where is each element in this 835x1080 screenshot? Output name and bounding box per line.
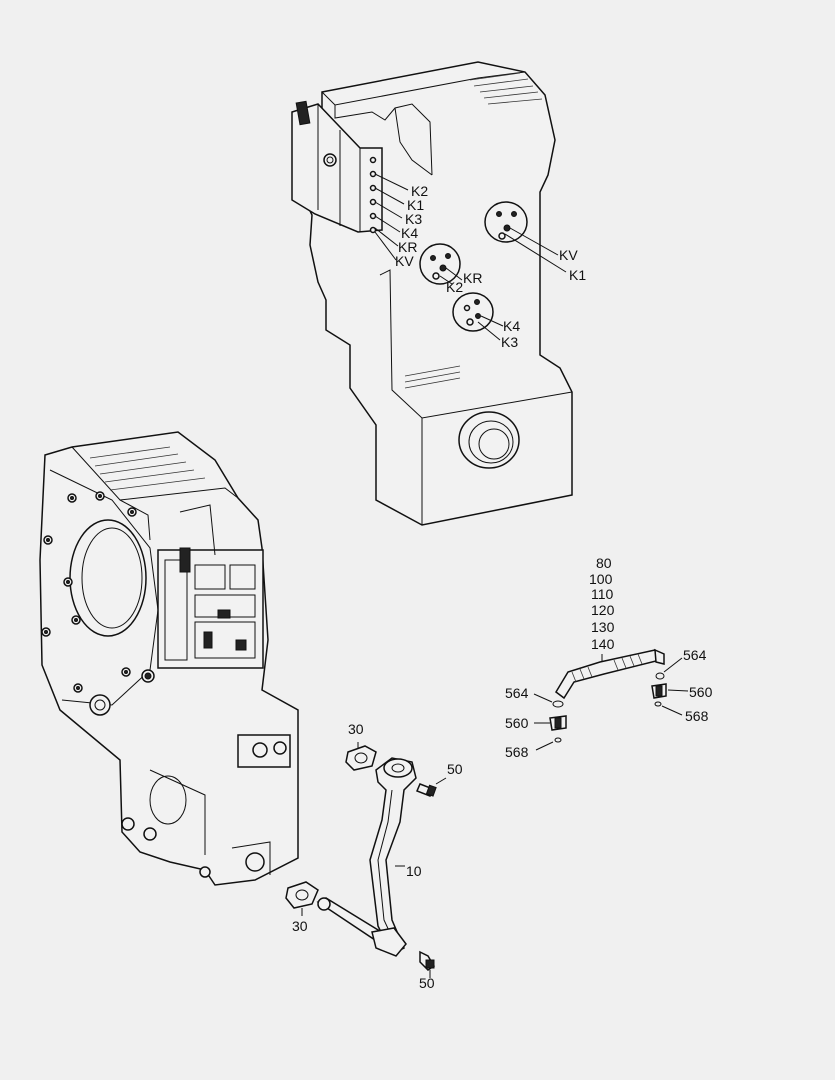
hose-assembly: 80 100 110 120 130 140 564 560 568 <box>505 555 713 760</box>
flange-lower-label-k4: K4 <box>503 318 520 334</box>
pipe-assembly: 30 50 10 30 50 <box>285 721 463 991</box>
pipe-gasket-bottom-label: 30 <box>292 918 308 934</box>
hose-part-140: 140 <box>591 636 615 652</box>
flange-right-label-k1: K1 <box>569 267 586 283</box>
hose-part-100: 100 <box>589 571 613 587</box>
port-label-k3: K3 <box>405 211 422 227</box>
hose-right-560: 560 <box>689 684 713 700</box>
hose-part-130: 130 <box>591 619 615 635</box>
flange-right-label-kv: KV <box>559 247 578 263</box>
port-label-kr: KR <box>398 239 417 255</box>
pipe-bolt-top-label: 50 <box>447 761 463 777</box>
port-label-k1: K1 <box>407 197 424 213</box>
flange-lower-label-k3: K3 <box>501 334 518 350</box>
flange-right: KV K1 <box>484 201 586 283</box>
pipe-bolt-bottom-label: 50 <box>419 975 435 991</box>
port-label-kv: KV <box>395 253 414 269</box>
flange-middle: KR K2 <box>419 243 482 295</box>
pipe-label: 10 <box>406 863 422 879</box>
upper-transmission-housing: K2 K1 K3 K4 KR KV KV K1 KR K2 <box>291 61 586 526</box>
flange-middle-label-k2: K2 <box>446 279 463 295</box>
hose-right-568: 568 <box>685 708 709 724</box>
hose-part-110: 110 <box>591 586 614 602</box>
hose-right-564: 564 <box>683 647 707 663</box>
hose-part-120: 120 <box>591 602 615 618</box>
flange-middle-label-kr: KR <box>463 270 482 286</box>
hose-left-568: 568 <box>505 744 529 760</box>
flange-lower: K4 K3 <box>452 292 520 350</box>
lower-transmission-housing <box>39 431 299 886</box>
port-label-k2: K2 <box>411 183 428 199</box>
hose-part-80: 80 <box>596 555 612 571</box>
hose-left-564: 564 <box>505 685 529 701</box>
hose-left-560: 560 <box>505 715 529 731</box>
pipe-gasket-top-label: 30 <box>348 721 364 737</box>
port-label-k4: K4 <box>401 225 418 241</box>
